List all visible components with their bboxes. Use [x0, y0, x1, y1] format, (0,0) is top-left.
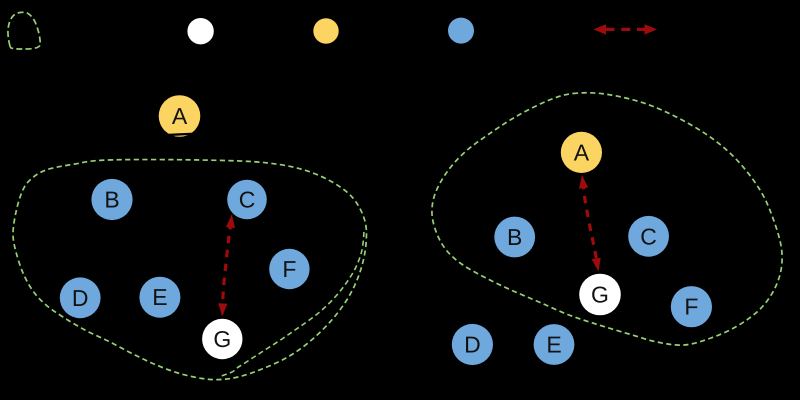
svg-text:G: G	[591, 282, 609, 308]
svg-text:E: E	[546, 332, 561, 358]
svg-text:D: D	[72, 285, 89, 311]
svg-text:C: C	[239, 187, 256, 213]
svg-text:B: B	[104, 187, 119, 213]
svg-text:E: E	[152, 284, 167, 310]
svg-text:A: A	[574, 139, 590, 165]
svg-text:F: F	[684, 294, 698, 320]
svg-text:B: B	[507, 224, 522, 250]
svg-text:D: D	[464, 332, 481, 358]
svg-text:C: C	[640, 223, 657, 249]
svg-text:A: A	[172, 103, 188, 129]
svg-text:G: G	[213, 326, 231, 352]
svg-text:F: F	[282, 256, 296, 282]
